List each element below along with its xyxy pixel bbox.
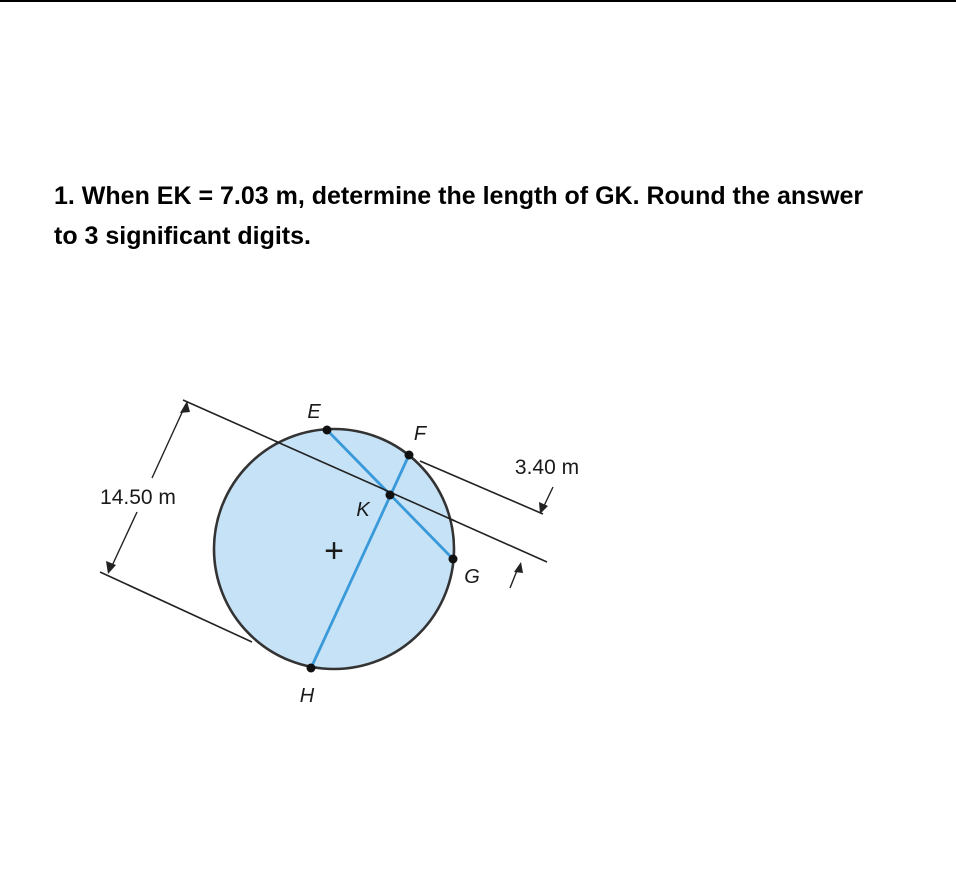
label-g: G xyxy=(464,566,480,588)
label-k: K xyxy=(356,499,371,521)
width-arrowhead-top xyxy=(180,401,190,413)
width-dimension-label: 14.50 m xyxy=(100,486,176,509)
chord-fh xyxy=(309,454,411,669)
point-k xyxy=(385,490,395,500)
question-text: 1. When EK = 7.03 m, determine the lengt… xyxy=(54,176,934,256)
gap-dimension-label: 3.40 m xyxy=(515,456,579,479)
gap-arrowhead-lower xyxy=(514,562,523,573)
question-line-1: 1. When EK = 7.03 m, determine the lengt… xyxy=(54,182,864,210)
top-rule xyxy=(0,0,956,2)
upper-parallel-line-overlay xyxy=(274,440,456,522)
label-e: E xyxy=(307,401,321,423)
gap-arrowhead-upper xyxy=(539,502,548,514)
center-mark: + xyxy=(324,532,344,570)
label-h: H xyxy=(300,685,315,707)
question-line-2: to 3 significant digits. xyxy=(54,222,311,250)
width-arrowhead-bottom xyxy=(106,561,116,574)
label-f: F xyxy=(414,423,428,445)
point-f xyxy=(404,450,414,460)
upper-right-tangent-line xyxy=(419,460,544,515)
gap-arrow-upper-shaft xyxy=(542,486,554,509)
width-dimension-line-bottom xyxy=(110,511,138,569)
width-dimension-line-top xyxy=(151,405,186,479)
lower-tangent-line xyxy=(99,571,253,643)
point-e xyxy=(322,425,332,435)
point-h xyxy=(306,663,316,673)
point-g xyxy=(448,554,458,564)
